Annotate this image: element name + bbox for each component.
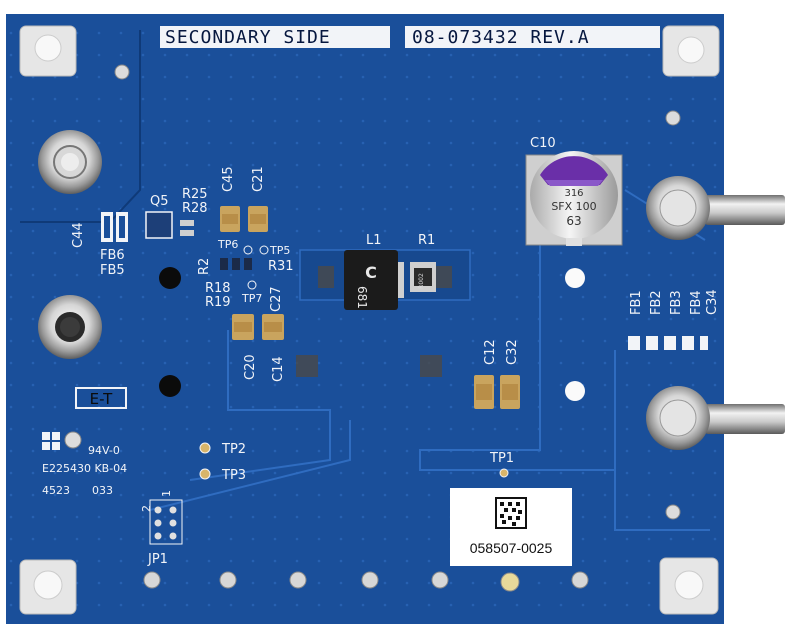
cap-c14	[262, 314, 284, 340]
terminal-right-top	[646, 176, 785, 240]
standoff-top-right	[662, 25, 720, 77]
header-left-text: SECONDARY SIDE	[165, 27, 331, 48]
inductor-marking-bottom: 681	[355, 286, 369, 309]
serial-number: 058507-0025	[470, 540, 553, 556]
cap-c12	[474, 375, 494, 409]
resistor-r1: R002	[410, 262, 436, 292]
label-r31: R31	[268, 259, 294, 274]
label-fb6: FB6	[100, 248, 125, 263]
label-r25: R25	[182, 187, 208, 202]
label-r18: R18	[205, 281, 231, 296]
ul-code: E225430 KB-04	[42, 462, 127, 475]
e-t-text: E-T	[90, 390, 114, 408]
label-fb4: FB4	[689, 290, 704, 315]
label-c12: C12	[483, 339, 498, 365]
label-c10: C10	[530, 136, 556, 151]
standoff-bottom-left	[19, 559, 77, 615]
cap-marking-2: SFX 100	[551, 200, 596, 213]
label-jp1: JP1	[147, 552, 168, 567]
inductor-marking-top: C	[365, 263, 377, 282]
serial-label: 058507-0025	[450, 488, 572, 566]
mount-hole	[565, 268, 585, 288]
inductor-l1: C 681	[344, 250, 404, 310]
label-r28: R28	[182, 201, 208, 216]
jp-pin2: 2	[140, 505, 153, 512]
mount-hole	[159, 375, 181, 397]
terminal-post-bottom	[38, 295, 102, 359]
standoff-bottom-right	[659, 557, 719, 615]
label-q5: Q5	[150, 194, 169, 209]
label-r1: R1	[418, 233, 435, 248]
fb-pads	[101, 212, 128, 242]
mount-hole	[565, 381, 585, 401]
label-fb2: FB2	[649, 290, 664, 315]
ul-logo	[42, 432, 60, 450]
date-code-2: 033	[92, 484, 113, 497]
header-box-right	[405, 26, 660, 48]
mount-hole	[159, 267, 181, 289]
label-tp2: TP2	[221, 442, 246, 457]
label-r19: R19	[205, 295, 231, 310]
cap-c20	[232, 314, 254, 340]
capacitor-c10: 316 SFX 100 63	[525, 151, 623, 246]
label-c34: C34	[705, 289, 720, 315]
jp-pin1: 1	[160, 490, 173, 497]
ul-mark: 94V-0	[88, 444, 120, 457]
q5-chip	[145, 211, 173, 239]
cap-marking-3: 63	[566, 214, 581, 228]
header-right-text: 08-073432 REV.A	[412, 27, 590, 48]
resistor-marking: R002	[418, 273, 425, 289]
label-l1: L1	[366, 233, 382, 248]
label-tp6: TP6	[217, 238, 238, 251]
header-box-left	[160, 26, 390, 48]
label-r2: R2	[197, 258, 212, 275]
cap-c45	[220, 206, 240, 232]
label-tp1: TP1	[489, 451, 514, 466]
label-tp7: TP7	[241, 292, 262, 305]
terminal-right-bottom	[646, 386, 785, 450]
label-c44: C44	[71, 222, 86, 248]
label-c27: C27	[269, 286, 284, 312]
standoff-top-left	[19, 25, 77, 77]
label-fb3: FB3	[669, 290, 684, 315]
date-code-1: 4523	[42, 484, 70, 497]
datamatrix-code	[495, 497, 527, 529]
cap-c32	[500, 375, 520, 409]
bottom-pin-row	[143, 571, 589, 592]
cap-c21	[248, 206, 268, 232]
label-c45: C45	[221, 166, 236, 192]
label-c32: C32	[505, 339, 520, 365]
terminal-post-top	[38, 130, 102, 194]
label-fb1: FB1	[629, 290, 644, 315]
cap-marking-1: 316	[564, 188, 583, 199]
label-c21: C21	[251, 166, 266, 192]
label-fb5: FB5	[100, 263, 125, 278]
label-tp3: TP3	[221, 468, 246, 483]
label-c20: C20	[243, 354, 258, 380]
e-t-box	[75, 387, 127, 409]
label-tp5: TP5	[269, 244, 290, 257]
label-c14: C14	[271, 356, 286, 382]
jumper-jp1	[149, 499, 183, 545]
